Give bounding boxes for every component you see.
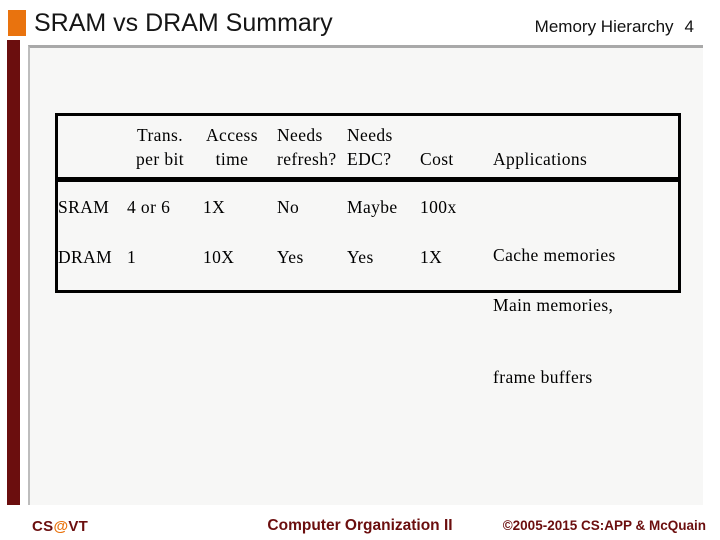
cell-trans-per-bit: 1 <box>127 247 137 267</box>
header-line <box>420 123 454 147</box>
footer-brand-vt: VT <box>68 518 89 535</box>
page-number: 4 <box>684 17 694 36</box>
cell-applications: Main memories, frame buffers <box>493 245 613 437</box>
header-line: per bit <box>136 149 184 169</box>
applications-line: Cache memories <box>493 245 616 265</box>
cell-needs-edc: Yes <box>347 247 374 267</box>
header-line: EDC? <box>347 149 392 169</box>
section-label: Memory Hierarchy <box>534 17 674 36</box>
cell-access-time: 1X <box>203 197 226 217</box>
header-line: Trans. <box>136 125 183 145</box>
header-divider <box>55 177 681 182</box>
cell-row-label: SRAM <box>58 197 110 217</box>
footer-brand-cs: CS <box>32 518 54 535</box>
cell-row-label: DRAM <box>58 247 113 267</box>
header-line: refresh? <box>277 149 337 169</box>
col-header-trans-per-bit: Trans. per bit <box>127 123 193 171</box>
cell-applications: Cache memories <box>493 195 616 363</box>
applications-line: frame buffers <box>493 367 593 387</box>
content-panel: Trans. per bit Access time Needs refresh… <box>28 45 703 505</box>
cell-cost: 100x <box>420 197 457 217</box>
header-line <box>493 123 587 147</box>
cell-needs-refresh: Yes <box>277 247 304 267</box>
cell-needs-edc: Maybe <box>347 197 398 217</box>
cell-needs-refresh: No <box>277 197 300 217</box>
left-accent-stripe <box>7 40 20 505</box>
cell-trans-per-bit: 4 or 6 <box>127 197 171 217</box>
col-header-applications: Applications <box>493 123 587 171</box>
header-line: Applications <box>493 149 588 169</box>
table-header-row: Trans. per bit Access time Needs refresh… <box>58 116 678 177</box>
cell-cost: 1X <box>420 247 443 267</box>
slide-title: SRAM vs DRAM Summary <box>34 9 333 37</box>
comparison-table: Trans. per bit Access time Needs refresh… <box>55 113 681 387</box>
header-line: time <box>215 149 249 169</box>
header-line: Access <box>206 125 258 145</box>
footer-copyright: ©2005-2015 CS:APP & McQuain <box>502 518 706 533</box>
applications-line: Main memories, <box>493 295 614 315</box>
footer-course-title: Computer Organization II <box>267 517 453 534</box>
col-header-needs-refresh: Needs refresh? <box>277 123 337 171</box>
footer-brand-at: @ <box>53 518 69 535</box>
header-line: Needs <box>277 125 323 145</box>
col-header-needs-edc: Needs EDC? <box>347 123 393 171</box>
section-header: Memory Hierarchy 4 <box>535 17 694 37</box>
cell-access-time: 10X <box>203 247 235 267</box>
header-line: Cost <box>420 149 454 169</box>
col-header-cost: Cost <box>420 123 454 171</box>
accent-square <box>8 10 26 36</box>
header-line: Needs <box>347 125 393 145</box>
col-header-access-time: Access time <box>203 123 261 171</box>
footer-brand: CS@VT <box>32 518 88 535</box>
